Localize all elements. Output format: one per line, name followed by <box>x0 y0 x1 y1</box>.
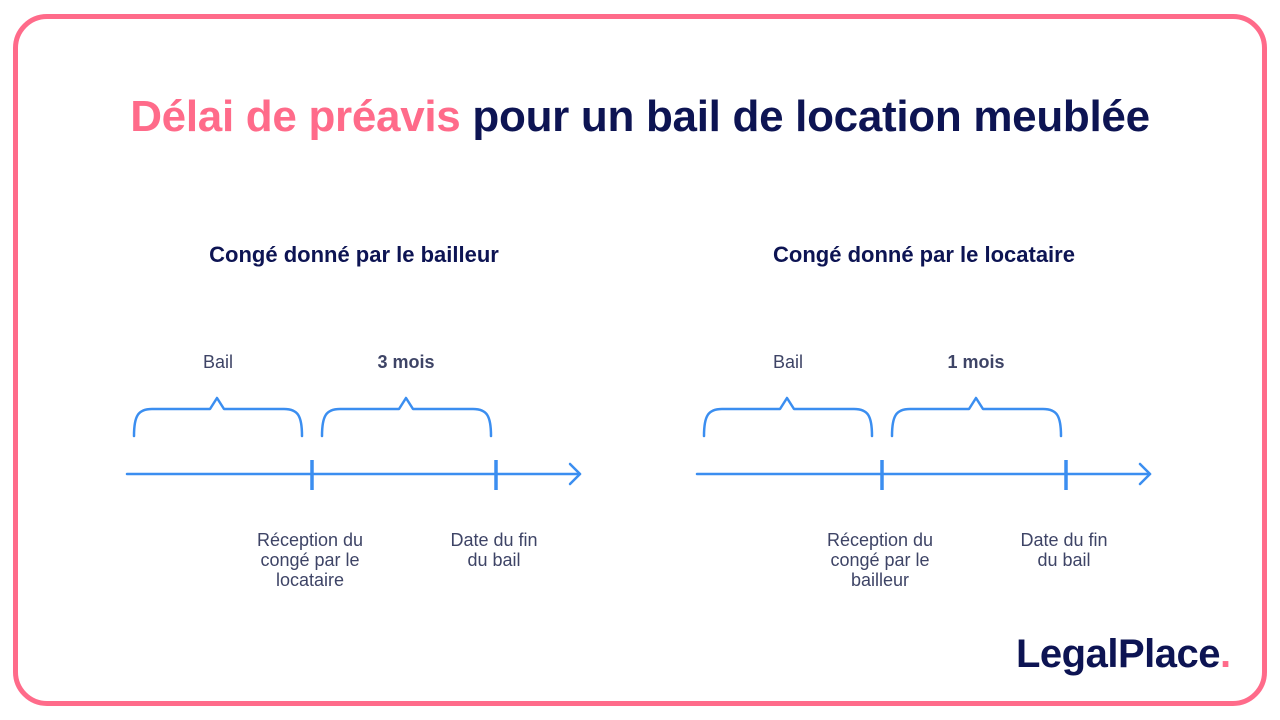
arrow-head-icon <box>1138 462 1152 486</box>
title-rest: pour un bail de location meublée <box>460 92 1150 141</box>
card-frame <box>13 14 1267 706</box>
brace-icon <box>132 396 304 438</box>
legalplace-logo: LegalPlace. <box>1016 632 1231 676</box>
brace-icon <box>320 396 493 438</box>
title-accent: Délai de préavis <box>130 92 461 141</box>
panel-heading-locataire: Congé donné par le locataire <box>773 242 1075 267</box>
panel-heading-bailleur: Congé donné par le bailleur <box>209 242 499 267</box>
arrow-head-icon <box>568 462 582 486</box>
brace-icon <box>890 396 1063 438</box>
brace-icon <box>702 396 874 438</box>
brace-label-duration: 3 mois <box>377 352 435 372</box>
brace-label-bail: Bail <box>202 352 233 372</box>
brace-label-bail: Bail <box>772 352 803 372</box>
page-title: Délai de préavis pour un bail de locatio… <box>0 92 1280 142</box>
brace-label-duration: 1 mois <box>947 352 1005 372</box>
